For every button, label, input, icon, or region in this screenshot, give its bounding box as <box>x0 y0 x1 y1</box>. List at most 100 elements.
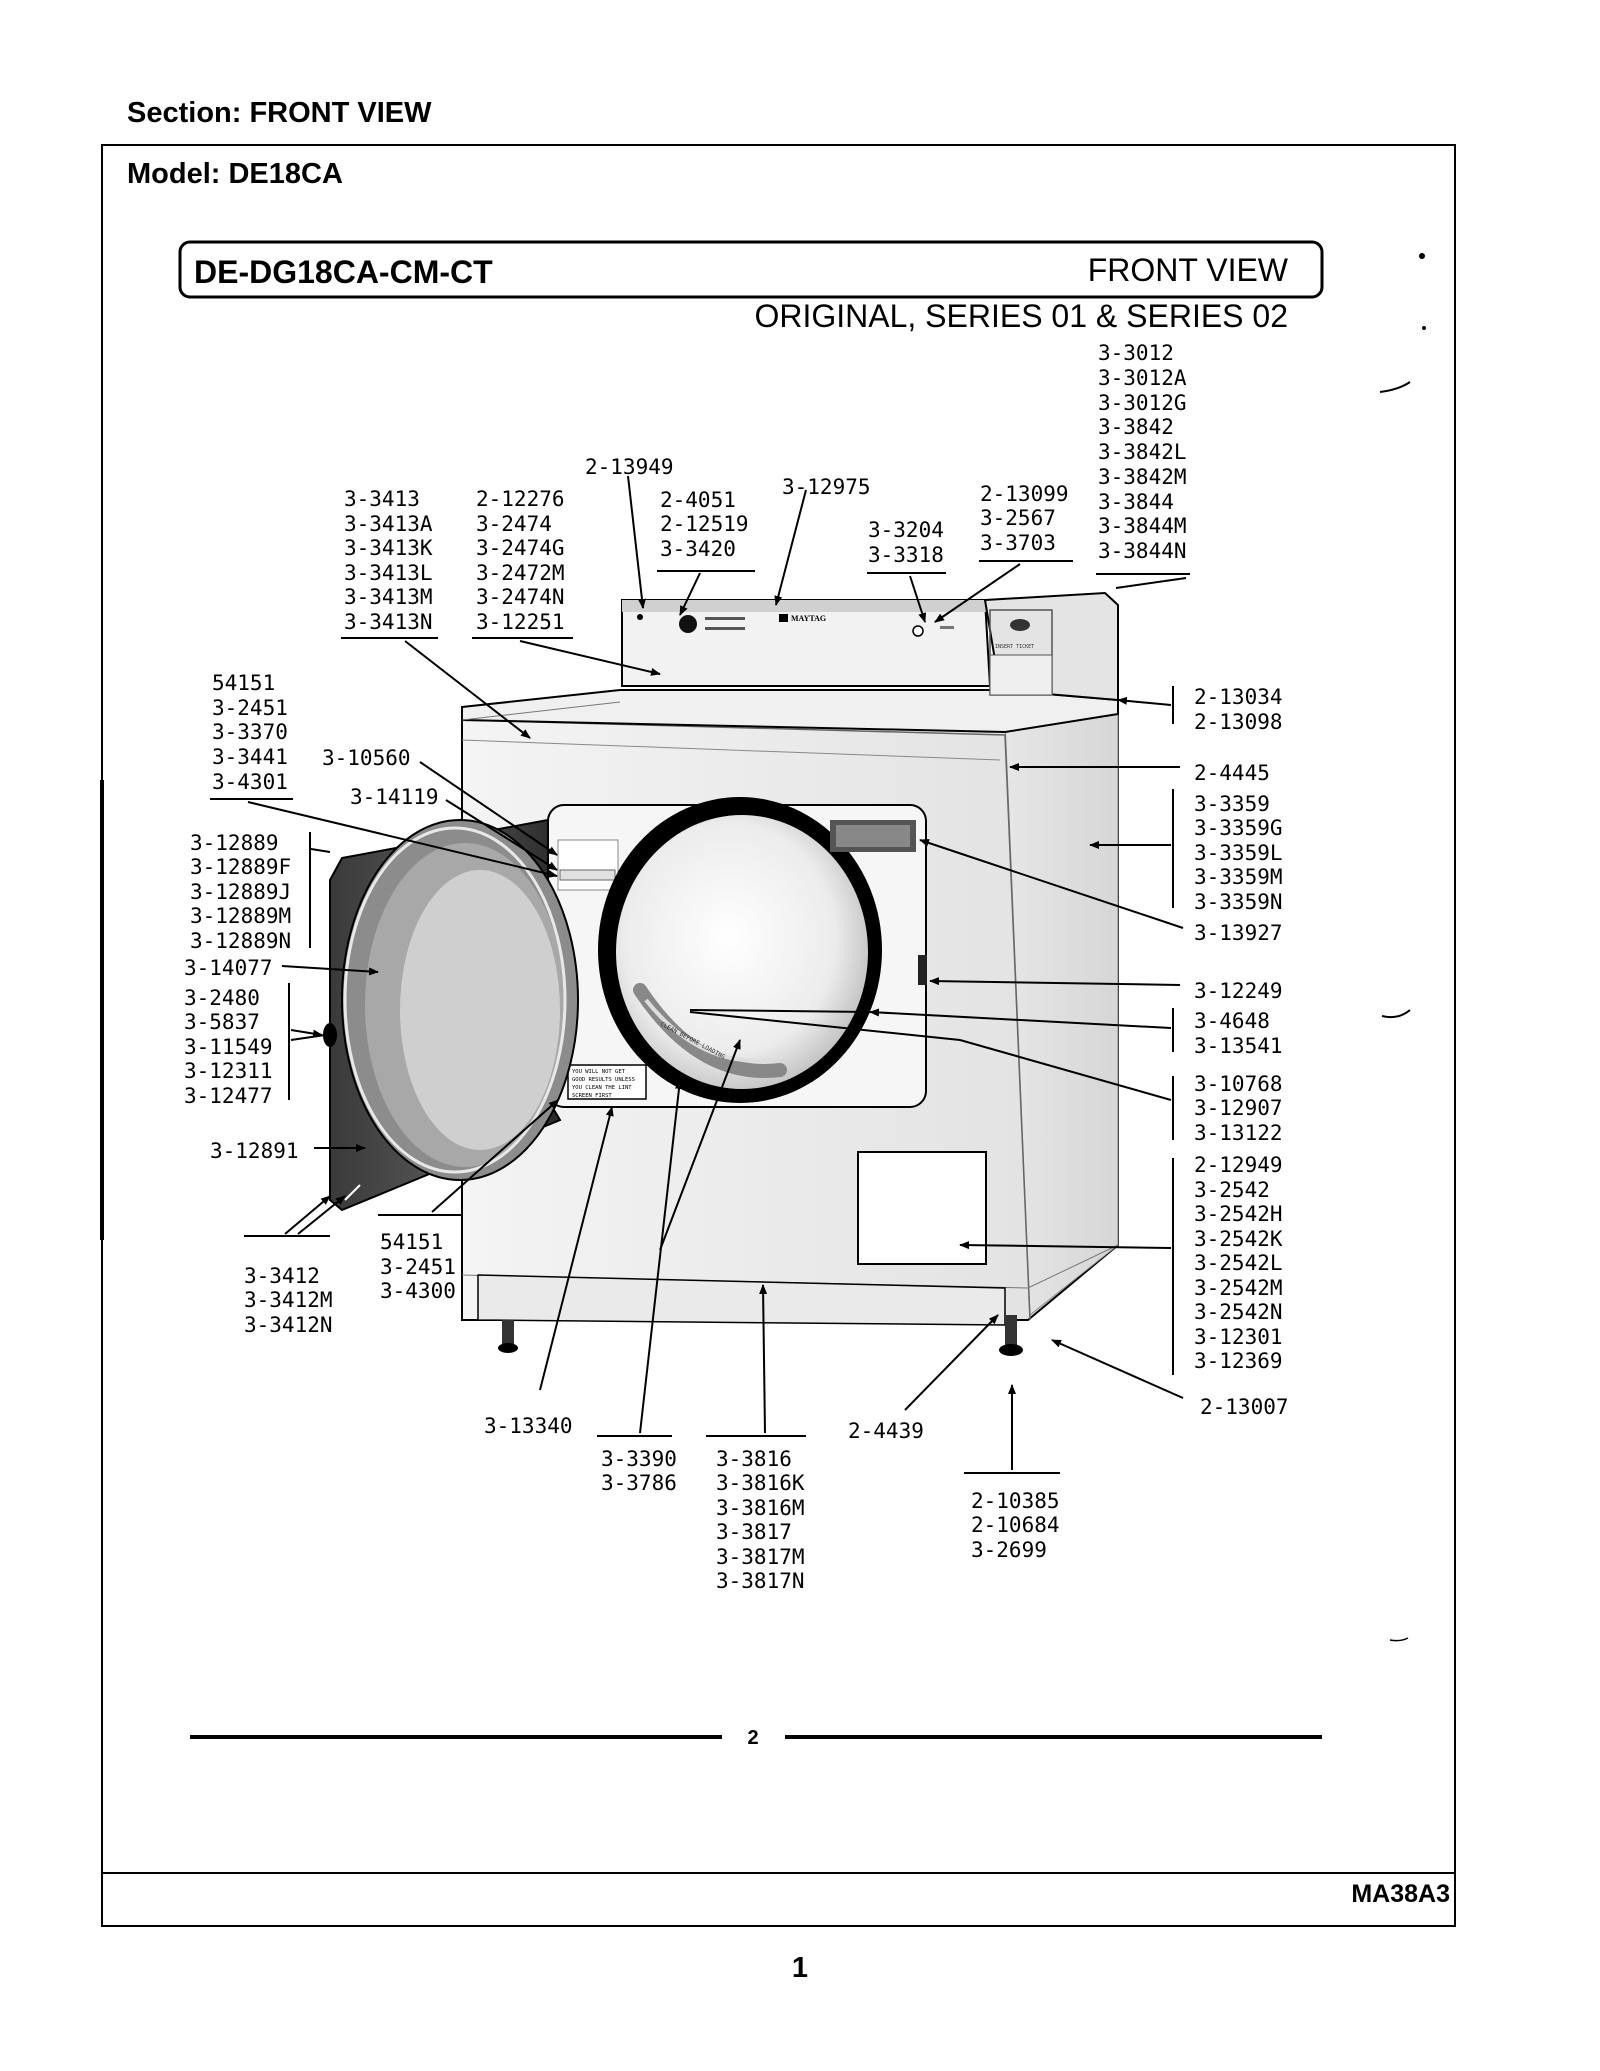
part-number-label: 3-3816 <box>716 1447 792 1471</box>
part-number-label: 3-3703 <box>980 531 1056 555</box>
part-number-label: 3-2542H <box>1194 1202 1283 1226</box>
part-number-label: 3-2451 <box>380 1255 456 1279</box>
part-number-label: 2-10684 <box>971 1513 1060 1537</box>
part-number-label: 3-3842 <box>1098 415 1174 439</box>
part-number-label: 3-3012A <box>1098 366 1187 390</box>
part-number-label: 3-3412N <box>244 1313 333 1337</box>
part-number-label: 2-4445 <box>1194 761 1270 785</box>
part-number-label: 3-3204 <box>868 518 944 542</box>
callout-group-3-10560: 3-10560 <box>322 746 411 770</box>
part-number-label: 3-2699 <box>971 1538 1047 1562</box>
part-number-label: 3-3359 <box>1194 792 1270 816</box>
part-number-label: 3-3844N <box>1098 539 1187 563</box>
callout-labels: 3-3012 3-3012A 3-3012G 3-3842 3-3842L 3-… <box>184 341 1289 1593</box>
callout-group-3-3816: 3-3816 3-3816K 3-3816M 3-3817 3-3817M 3-… <box>716 1447 805 1593</box>
callout-group-54151-b: 54151 3-2451 3-4300 <box>380 1230 456 1303</box>
part-number-label: 3-12249 <box>1194 979 1283 1003</box>
callout-group-2-10385: 2-10385 2-10684 3-2699 <box>971 1489 1060 1562</box>
part-number-label: 3-3842M <box>1098 465 1187 489</box>
part-number-label: 3-13340 <box>484 1414 573 1438</box>
callout-group-2-13949: 2-13949 <box>585 455 674 479</box>
leader-lines <box>210 475 1190 1474</box>
callout-group-3-2480: 3-2480 3-5837 3-11549 3-12311 3-12477 <box>184 986 273 1108</box>
brand-badge: MAYTAG <box>791 614 826 623</box>
svg-text:INSERT TICKET: INSERT TICKET <box>995 644 1034 650</box>
part-number-label: 3-3816K <box>716 1471 805 1495</box>
part-number-label: 3-3370 <box>212 720 288 744</box>
part-number-label: 3-4300 <box>380 1279 456 1303</box>
callout-group-2-13099: 2-13099 3-2567 3-3703 <box>980 482 1069 555</box>
part-number-label: 3-4301 <box>212 770 288 794</box>
banner-series: ORIGINAL, SERIES 01 & SERIES 02 <box>754 298 1288 334</box>
callout-group-3-12889: 3-12889 3-12889F 3-12889J 3-12889M 3-128… <box>190 831 291 953</box>
part-number-label: 3-3012G <box>1098 391 1187 415</box>
part-number-label: 2-4439 <box>848 1419 924 1443</box>
callout-group-2-12949: 2-12949 3-2542 3-2542H 3-2542K 3-2542L 3… <box>1194 1153 1283 1373</box>
part-number-label: 3-3318 <box>868 543 944 567</box>
part-number-label: 3-14119 <box>350 785 439 809</box>
part-number-label: 3-12889M <box>190 904 291 928</box>
part-number-label: 54151 <box>380 1230 443 1254</box>
part-number-label: 3-3413M <box>344 585 433 609</box>
callout-group-3-12891: 3-12891 <box>210 1139 299 1163</box>
callout-group-3-13340: 3-13340 <box>484 1414 573 1438</box>
part-number-label: 3-3441 <box>212 745 288 769</box>
part-number-label: 3-3012 <box>1098 341 1174 365</box>
part-number-label: 3-2474G <box>476 536 565 560</box>
callout-group-3-3204: 3-3204 3-3318 <box>868 518 944 567</box>
catalog-page-rule: 2 <box>190 1727 1322 1749</box>
part-number-label: 3-3817N <box>716 1569 805 1593</box>
part-number-label: 2-13099 <box>980 482 1069 506</box>
part-number-label: 3-12889 <box>190 831 279 855</box>
part-number-label: 3-12907 <box>1194 1096 1283 1120</box>
part-number-label: 3-12311 <box>184 1059 273 1083</box>
part-number-label: 3-10560 <box>322 746 411 770</box>
part-number-label: 3-5837 <box>184 1010 260 1034</box>
part-number-label: 2-13949 <box>585 455 674 479</box>
part-number-label: 3-3844M <box>1098 514 1187 538</box>
part-number-label: 3-3413A <box>344 512 433 536</box>
svg-text:YOU WILL NOT GET: YOU WILL NOT GET <box>572 1069 626 1075</box>
part-number-label: 3-2480 <box>184 986 260 1010</box>
svg-text:YOU CLEAN THE LINT: YOU CLEAN THE LINT <box>572 1085 632 1091</box>
part-number-label: 3-3359G <box>1194 816 1283 840</box>
part-number-label: 3-2542M <box>1194 1276 1283 1300</box>
part-number-label: 3-14077 <box>184 956 273 980</box>
part-number-label: 3-3816M <box>716 1496 805 1520</box>
part-number-label: 3-10768 <box>1194 1072 1283 1096</box>
part-number-label: 2-4051 <box>660 488 736 512</box>
part-number-label: 3-3842L <box>1098 440 1187 464</box>
callout-group-54151-a: 54151 3-2451 3-3370 3-3441 3-4301 <box>212 671 288 794</box>
part-number-label: 3-3412M <box>244 1288 333 1312</box>
part-number-label: 3-4648 <box>1194 1009 1270 1033</box>
callout-group-3-14077: 3-14077 <box>184 956 273 980</box>
banner-model: DE-DG18CA-CM-CT <box>194 254 493 290</box>
part-number-label: 3-3817 <box>716 1520 792 1544</box>
part-number-label: 3-2451 <box>212 696 288 720</box>
callout-group-2-4445: 2-4445 <box>1194 761 1270 785</box>
catalog-page-number: 2 <box>747 1727 758 1749</box>
part-number-label: 2-13098 <box>1194 710 1283 734</box>
part-number-label: 3-13122 <box>1194 1121 1283 1145</box>
part-number-label: 3-3817M <box>716 1545 805 1569</box>
part-number-label: 54151 <box>212 671 275 695</box>
part-number-label: 3-3412 <box>244 1264 320 1288</box>
callout-group-2-13034: 2-13034 2-13098 <box>1194 685 1283 734</box>
callout-group-3-4648: 3-4648 3-13541 <box>1194 1009 1283 1058</box>
callout-group-2-12276: 2-12276 3-2474 3-2474G 3-2472M 3-2474N 3… <box>476 487 565 634</box>
part-number-label: 3-3413K <box>344 536 433 560</box>
part-number-label: 2-13007 <box>1200 1395 1289 1419</box>
part-number-label: 3-11549 <box>184 1035 273 1059</box>
callout-group-3-10768: 3-10768 3-12907 3-13122 <box>1194 1072 1283 1145</box>
part-number-label: 3-3786 <box>601 1471 677 1495</box>
model-banner: DE-DG18CA-CM-CT FRONT VIEW ORIGINAL, SER… <box>178 240 1324 334</box>
callout-group-3-14119: 3-14119 <box>350 785 439 809</box>
part-number-label: 3-2542 <box>1194 1178 1270 1202</box>
callout-group-2-4051: 2-4051 2-12519 3-3420 <box>660 488 749 561</box>
part-number-label: 3-2542L <box>1194 1251 1283 1275</box>
part-number-label: 3-12477 <box>184 1084 273 1108</box>
callout-group-2-13007: 2-13007 <box>1200 1395 1289 1419</box>
part-number-label: 3-12889N <box>190 929 291 953</box>
callout-group-3-3412: 3-3412 3-3412M 3-3412N <box>244 1264 333 1337</box>
